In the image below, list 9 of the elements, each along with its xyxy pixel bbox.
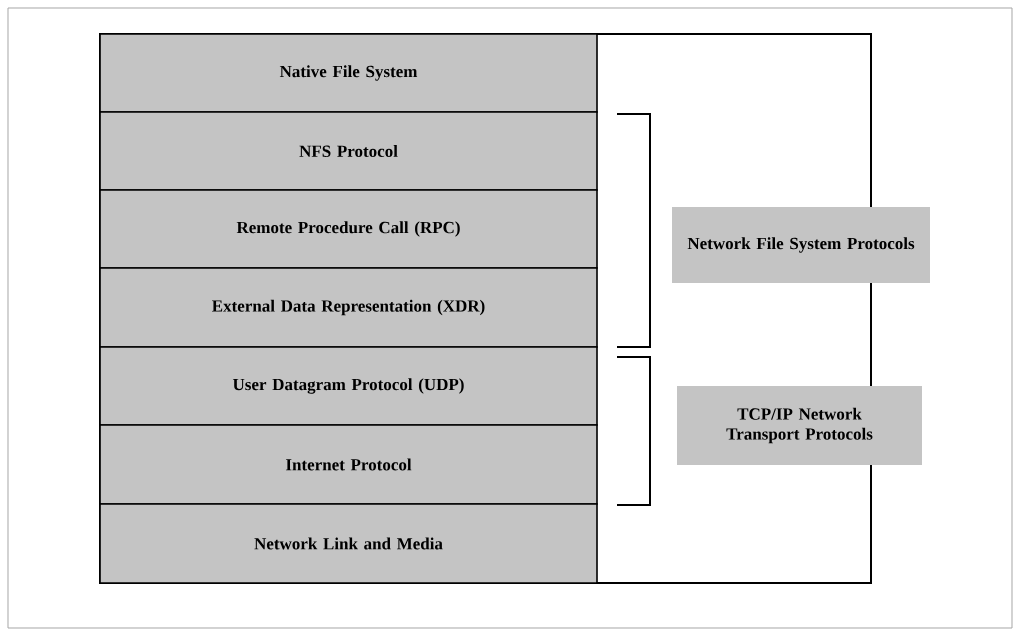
- label-box: Network File System Protocols: [672, 207, 930, 283]
- layer-box: Remote Procedure Call (RPC): [99, 189, 598, 269]
- layer-box: External Data Representation (XDR): [99, 267, 598, 348]
- label-box: TCP/IP Network Transport Protocols: [677, 386, 922, 465]
- layer-box: Network Link and Media: [99, 503, 598, 584]
- layer-box: User Datagram Protocol (UDP): [99, 346, 598, 426]
- layer-box: Internet Protocol: [99, 424, 598, 505]
- layer-box: Native File System: [99, 33, 598, 113]
- layer-box: NFS Protocol: [99, 111, 598, 191]
